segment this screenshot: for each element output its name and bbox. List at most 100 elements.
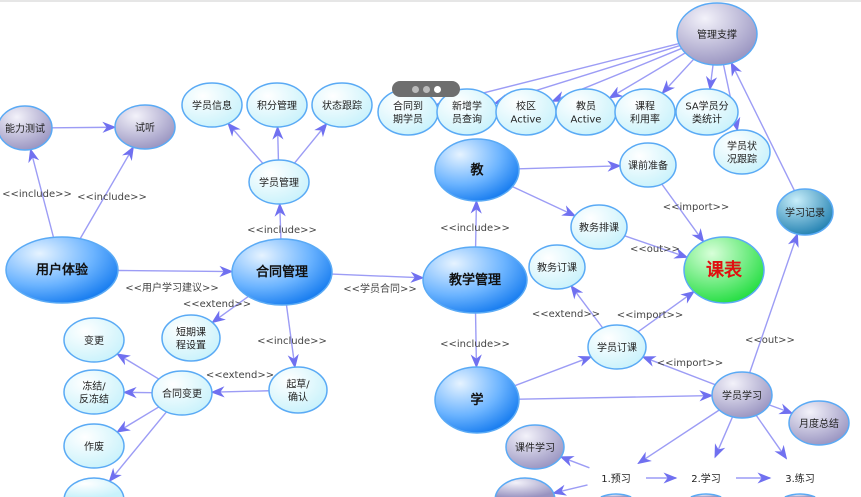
carousel-indicator[interactable] bbox=[392, 81, 460, 97]
edge-label: <<extend>> bbox=[532, 309, 600, 320]
use-case-kb[interactable]: 课表 bbox=[683, 236, 765, 304]
use-case-st[interactable]: 试听 bbox=[114, 104, 176, 150]
use-case-label: 类统计 bbox=[692, 113, 722, 126]
use-case-jiao[interactable]: 教 bbox=[434, 138, 520, 202]
use-case-label: 课程 bbox=[635, 101, 655, 113]
use-case-yx[interactable]: 1.预习 bbox=[600, 473, 632, 497]
edge-label: <<学员合同>> bbox=[343, 282, 417, 295]
use-case-jwpk[interactable]: 教务排课 bbox=[570, 204, 628, 250]
top-border bbox=[0, 0, 861, 2]
use-case-label: Active bbox=[571, 115, 602, 126]
use-case-qc[interactable]: 起草/确认 bbox=[268, 366, 328, 414]
use-case-ellipse bbox=[713, 129, 771, 175]
use-case-label: 试听 bbox=[135, 121, 155, 134]
use-case-ellipse bbox=[675, 88, 739, 136]
use-case-jc[interactable] bbox=[63, 477, 125, 497]
use-case-nlcs[interactable]: 能力测试 bbox=[0, 105, 53, 151]
use-case-htgl[interactable]: 合同管理 bbox=[231, 238, 333, 306]
use-case-xydk[interactable]: 学员订课 bbox=[587, 324, 647, 370]
use-case-jfgl[interactable]: 积分管理 bbox=[246, 82, 308, 128]
use-case-xue[interactable]: 学 bbox=[434, 366, 520, 434]
use-case-label: 合同到 bbox=[393, 100, 423, 113]
use-case-ellipse bbox=[248, 159, 310, 205]
use-case-label: 冻结/ bbox=[82, 380, 106, 393]
use-case-yhty[interactable]: 用户体验 bbox=[5, 236, 119, 304]
use-case-ztgz[interactable]: 状态跟踪 bbox=[311, 82, 373, 128]
use-case-ellipse bbox=[181, 82, 243, 128]
use-case-ellipse bbox=[231, 238, 333, 306]
edge-qc-htbg bbox=[210, 386, 270, 398]
edge-label: <<extend>> bbox=[183, 299, 251, 310]
use-case-ellipse bbox=[434, 366, 520, 434]
use-case-ellipse bbox=[690, 493, 722, 497]
use-case-label: 确认 bbox=[288, 391, 308, 404]
use-case-label: 利用率 bbox=[630, 113, 660, 126]
use-case-xygl[interactable]: 学员管理 bbox=[248, 159, 310, 205]
use-case-ellipse bbox=[434, 138, 520, 202]
use-case-label: 管理支撑 bbox=[697, 28, 737, 41]
carousel-dot[interactable] bbox=[422, 85, 430, 93]
edge-yx-bl bbox=[552, 484, 588, 496]
edge-jwpk-kb bbox=[624, 235, 689, 259]
carousel-dot-active[interactable] bbox=[433, 85, 441, 93]
use-case-label: 教务排课 bbox=[579, 221, 619, 234]
edge-glzc-kc bbox=[661, 58, 695, 95]
use-case-ellipse bbox=[784, 493, 816, 497]
use-case-ellipse bbox=[63, 477, 125, 497]
edge-xydk-kb bbox=[637, 290, 695, 333]
use-case-zf[interactable]: 作废 bbox=[63, 423, 125, 469]
use-case-label: 学员订课 bbox=[597, 341, 637, 354]
use-case-htbg[interactable]: 合同变更 bbox=[151, 370, 213, 416]
edge-xue-xydk bbox=[514, 356, 593, 387]
use-case-ellipse bbox=[619, 142, 677, 188]
use-case-xx[interactable]: 2.学习 bbox=[690, 472, 722, 497]
use-case-label: 变更 bbox=[84, 334, 104, 347]
edge-label: <<用户学习建议>> bbox=[125, 281, 219, 294]
use-case-dj[interactable]: 冻结/反冻结 bbox=[63, 369, 125, 415]
edge-glzc-sa bbox=[705, 64, 718, 91]
carousel-dot[interactable] bbox=[411, 85, 419, 93]
use-case-ellipse bbox=[788, 400, 850, 446]
edge-label: <<import>> bbox=[657, 358, 724, 369]
use-case-label: 校区 bbox=[516, 100, 536, 113]
use-case-ellipse bbox=[268, 366, 328, 414]
use-case-jxgl[interactable]: 教学管理 bbox=[422, 246, 528, 314]
use-case-label: 学 bbox=[470, 392, 483, 408]
edge-label: <<out>> bbox=[745, 335, 795, 346]
use-case-ellipse bbox=[5, 236, 119, 304]
edge-jiao-jwpk bbox=[512, 185, 577, 217]
edge-xyxx2-xydk bbox=[641, 356, 716, 386]
use-case-ydzj[interactable]: 月度总结 bbox=[788, 400, 850, 446]
use-case-xyxx2[interactable]: 学员学习 bbox=[711, 371, 773, 419]
use-case-xxjl[interactable]: 学习记录 bbox=[776, 188, 834, 236]
use-case-bg[interactable]: 变更 bbox=[63, 317, 125, 363]
use-case-xyxx[interactable]: 学员信息 bbox=[181, 82, 243, 128]
use-case-bl[interactable] bbox=[494, 477, 556, 497]
use-case-label: 短期课 bbox=[176, 326, 206, 339]
use-case-label: SA学员分 bbox=[685, 100, 728, 113]
use-case-ellipse bbox=[505, 424, 565, 470]
use-case-label: 学习记录 bbox=[785, 206, 825, 219]
use-case-label: 课表 bbox=[706, 259, 743, 281]
use-case-lx[interactable]: 3.练习 bbox=[784, 472, 816, 497]
edge-htgl-xygl bbox=[274, 202, 286, 240]
edge-xxjl-glzc bbox=[730, 61, 796, 192]
edge-jiao-kqzb bbox=[518, 160, 622, 172]
use-case-jwdk[interactable]: 教务订课 bbox=[528, 244, 586, 290]
use-case-kqzb[interactable]: 课前准备 bbox=[619, 142, 677, 188]
use-case-glzc[interactable]: 管理支撑 bbox=[676, 2, 758, 66]
edge-xydk-jwdk bbox=[570, 284, 604, 329]
edge-xyxx2-xxjl bbox=[748, 232, 799, 373]
use-case-kjxx[interactable]: 课件学习 bbox=[505, 424, 565, 470]
use-case-ellipse bbox=[528, 244, 586, 290]
edge-yhty-htgl bbox=[117, 265, 234, 278]
